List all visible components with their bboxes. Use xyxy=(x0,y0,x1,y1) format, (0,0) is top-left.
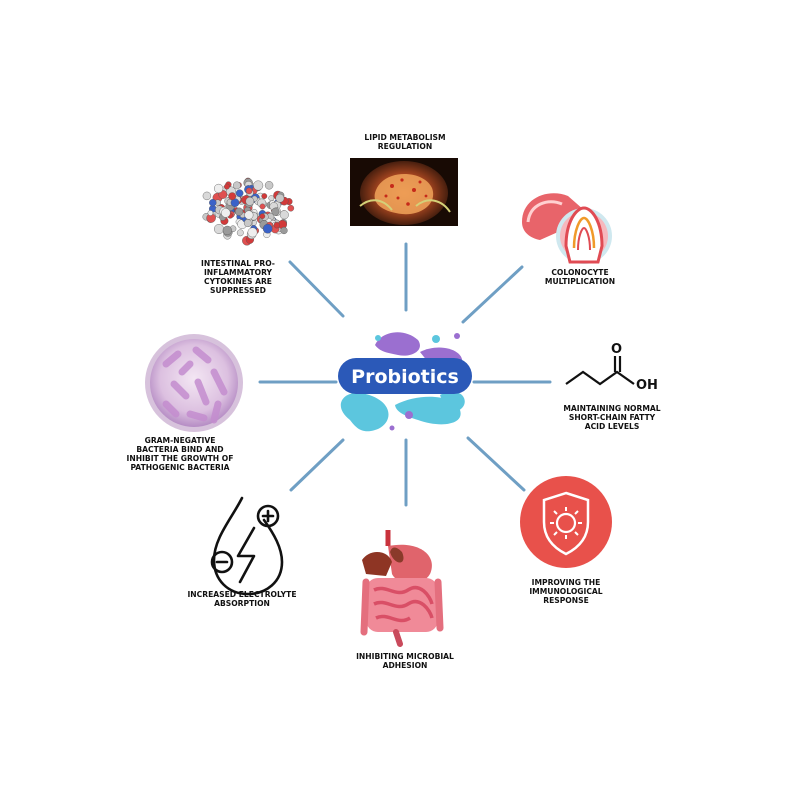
molecule-atom xyxy=(222,225,232,236)
molecule-atom xyxy=(235,189,244,197)
molecule-atom xyxy=(209,198,217,207)
splash-dot xyxy=(432,335,440,343)
molecule-atom xyxy=(202,191,212,201)
splash-cyan-left xyxy=(340,392,389,432)
label-scfa: MAINTAINING NORMAL SHORT-CHAIN FATTY ACI… xyxy=(563,404,661,431)
splash-dot xyxy=(454,333,460,339)
splash-purple-top xyxy=(375,332,420,356)
center-bubble xyxy=(338,358,472,394)
artery-icon xyxy=(522,193,612,264)
molecule-atom xyxy=(245,196,255,206)
molecule-atom xyxy=(264,181,274,190)
spoke-colonocyte xyxy=(461,265,524,324)
splash-dot xyxy=(389,425,395,431)
molecule-atom xyxy=(228,192,237,201)
molecule-atom xyxy=(280,226,288,235)
molecule-atom xyxy=(245,187,253,195)
molecule-atom xyxy=(275,193,285,203)
molecule-atom xyxy=(261,193,268,200)
digestive-system-icon xyxy=(360,530,444,647)
label-electrolyte: INCREASED ELECTROLYTE ABSORPTION xyxy=(187,590,297,608)
petri-dish-icon xyxy=(145,334,243,432)
molecule-atom xyxy=(232,181,241,190)
shield-circle xyxy=(520,476,612,568)
liver-scan-icon xyxy=(350,158,458,226)
spoke-cytokines xyxy=(288,260,345,318)
formula-oh: OH xyxy=(636,378,658,393)
label-adhesion: INHIBITING MICROBIAL ADHESION xyxy=(356,652,454,670)
molecule-atom xyxy=(236,229,244,237)
molecule-atom xyxy=(253,180,264,191)
molecule-atom xyxy=(271,207,280,216)
molecule-atom xyxy=(207,210,214,216)
splash-dot xyxy=(453,409,459,415)
molecule-atom xyxy=(235,207,244,216)
label-cytokines: INTESTINAL PRO- INFLAMMATORY CYTOKINES A… xyxy=(201,259,275,295)
molecule-atom xyxy=(247,227,258,238)
molecule-atom xyxy=(244,210,254,220)
protein-molecule-icon xyxy=(202,177,295,246)
electrolyte-drop-icon xyxy=(210,496,284,596)
molecule-atom xyxy=(259,203,266,210)
formula-o: O xyxy=(611,342,622,357)
spoke-immune xyxy=(466,436,526,492)
label-immune: IMPROVING THE IMMUNOLOGICAL RESPONSE xyxy=(529,578,603,605)
butyric-acid-structure-icon: O OH xyxy=(565,342,658,393)
molecule-atom xyxy=(213,223,224,234)
label-gramneg: GRAM-NEGATIVE BACTERIA BIND AND INHIBIT … xyxy=(126,436,234,472)
molecule-atom xyxy=(221,208,231,218)
molecule-atom xyxy=(268,195,275,202)
center-splash: Probiotics xyxy=(338,332,472,432)
molecule-atom xyxy=(279,210,289,220)
molecule-atom xyxy=(214,183,224,194)
label-lipid-metabolism: LIPID METABOLISM REGULATION xyxy=(364,133,446,151)
spoke-electrolyte xyxy=(289,438,345,492)
splash-dot xyxy=(375,335,381,341)
molecule-atom xyxy=(273,221,280,229)
molecule-atom xyxy=(243,219,252,228)
molecule-atom xyxy=(223,183,230,190)
center-label: Probiotics xyxy=(351,366,459,388)
spokes xyxy=(258,242,552,507)
molecule-atom xyxy=(259,213,266,219)
molecule-atom xyxy=(262,223,273,234)
splash-cyan-tail xyxy=(440,391,465,412)
virus-shield-icon xyxy=(520,476,612,568)
label-colonocyte: COLONOCYTE MULTIPLICATION xyxy=(544,268,616,286)
molecule-atom xyxy=(287,204,295,212)
splash-dot xyxy=(405,411,413,419)
